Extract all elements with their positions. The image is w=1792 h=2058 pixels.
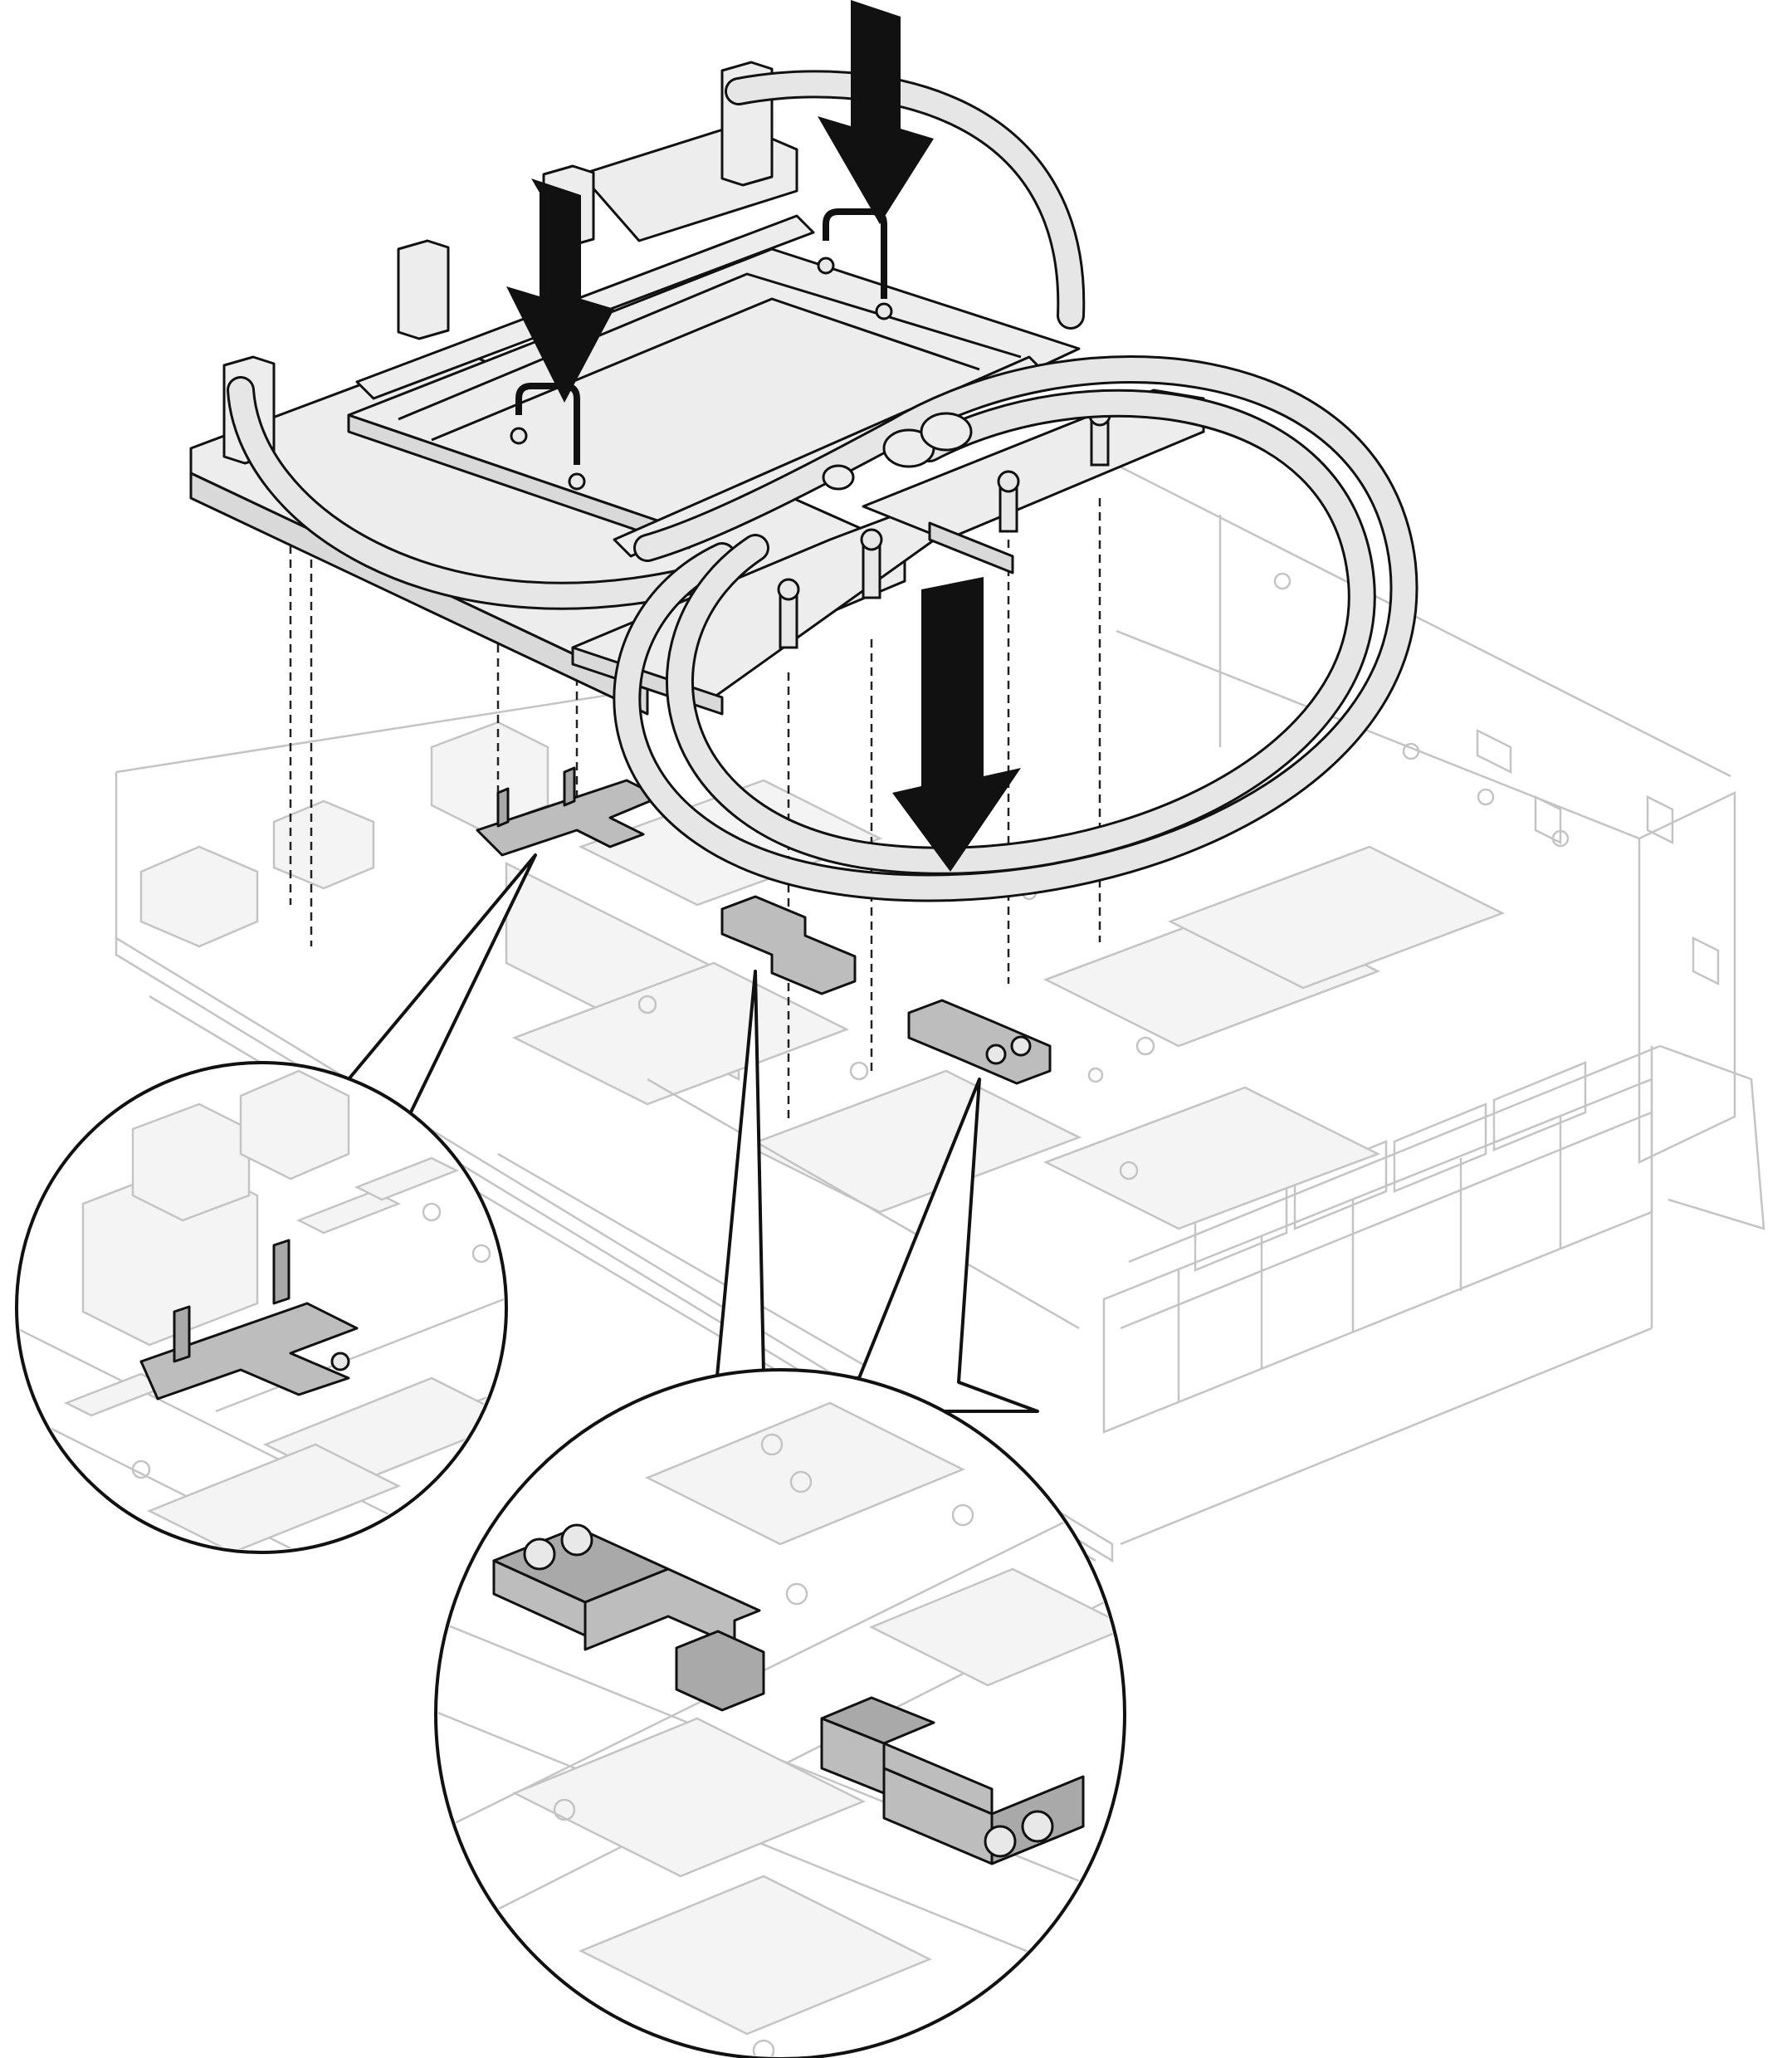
coolant-hose-loop — [227, 70, 1418, 902]
hose-holder-bracket-right — [907, 999, 1052, 1085]
hose-holder-bracket-center — [720, 895, 857, 995]
system-board — [115, 687, 1506, 1563]
detail-callout-bottom — [434, 970, 1126, 2058]
down-arrow-icon — [892, 577, 1021, 872]
down-arrow-icon — [818, 0, 934, 224]
detail-callout-left — [15, 853, 537, 1554]
chassis — [115, 463, 1765, 1563]
down-arrow-icon — [506, 178, 614, 403]
hose-holder-bracket-left — [476, 766, 662, 857]
